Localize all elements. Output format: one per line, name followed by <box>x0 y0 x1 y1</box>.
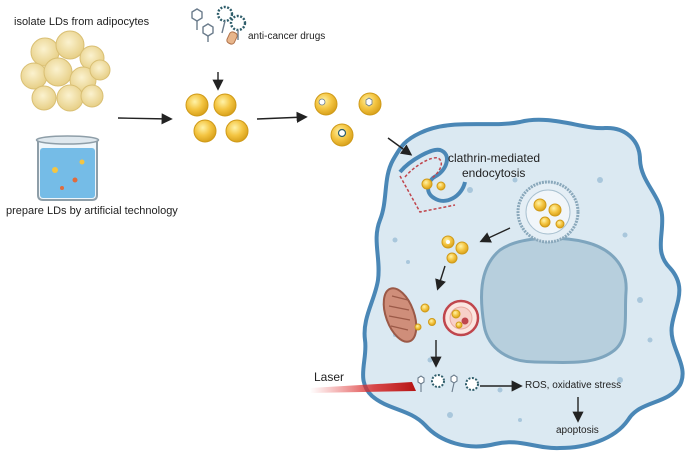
beaker-icon <box>35 135 100 201</box>
apoptosis-label: apoptosis <box>556 425 599 436</box>
arrow-to-cell <box>387 137 413 156</box>
clathrin-label-line1: clathrin-mediated <box>448 151 541 165</box>
ros-label: ROS, oxidative stress <box>525 380 622 391</box>
isolate-label: isolate LDs from adipocytes <box>14 16 150 28</box>
loaded-lipid-droplet-icon <box>314 92 382 147</box>
released-drugs <box>417 374 479 393</box>
nucleus <box>480 236 628 365</box>
lysosome-icon <box>442 299 480 337</box>
mito-adjacent-droplets <box>414 303 436 331</box>
drug-nanoparticle-icon <box>216 5 247 45</box>
arrow-source-to-lds <box>117 113 173 125</box>
arrow-to-organelles <box>435 265 446 291</box>
clathrin-pit <box>398 147 467 213</box>
clathrin-label-line2: endocytosis <box>462 166 526 180</box>
laser-label: Laser <box>314 370 345 384</box>
arrow-lds-to-loaded <box>256 111 308 123</box>
prepare-label: prepare LDs by artificial technology <box>6 205 178 217</box>
laser-beam-icon <box>310 382 416 393</box>
adipocyte-cluster-icon <box>20 30 111 112</box>
released-droplets <box>441 235 469 264</box>
arrow-endosome-release <box>479 227 511 243</box>
drug-molecule-icon <box>191 8 214 42</box>
drugs-label: anti-cancer drugs <box>248 31 326 42</box>
endosome-icon <box>516 180 580 244</box>
mitochondrion-icon <box>382 287 418 343</box>
lipid-droplet-icon <box>185 93 249 143</box>
